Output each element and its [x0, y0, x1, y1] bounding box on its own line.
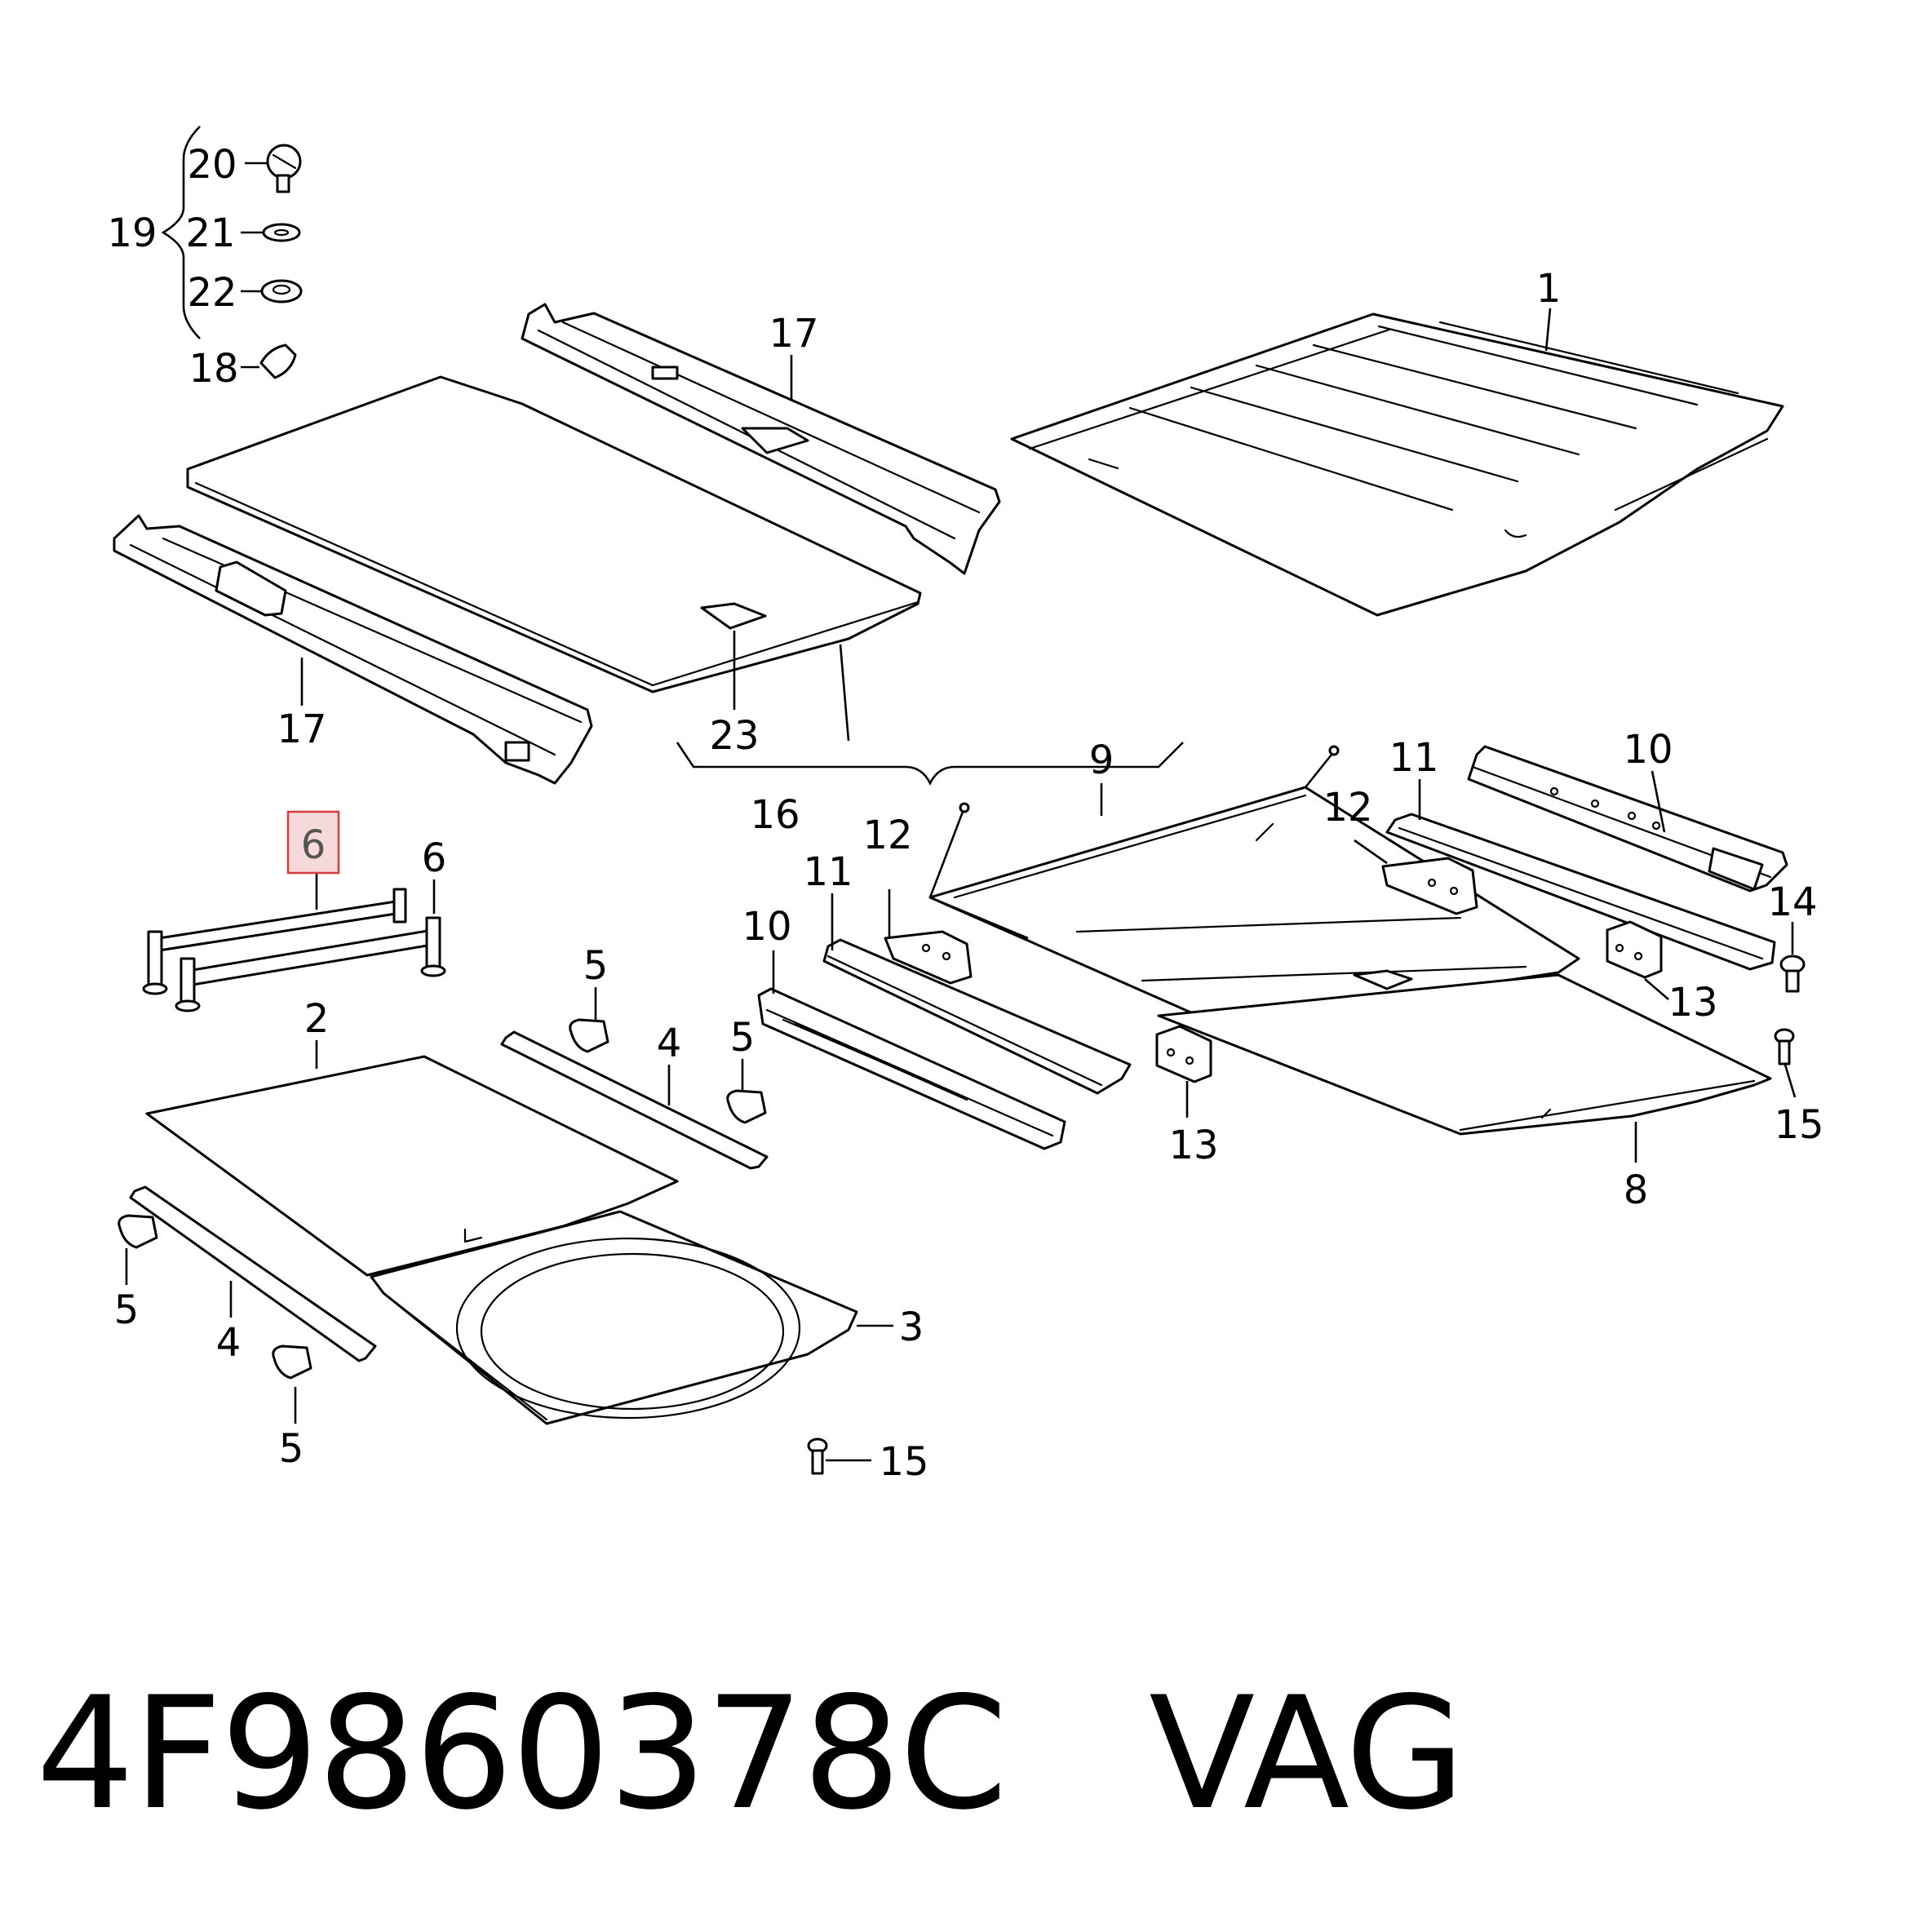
callout-6: 6 [422, 835, 447, 881]
callout-17-lower: 17 [277, 707, 326, 752]
part-18-clip[interactable] [259, 343, 297, 379]
callout-13-right: 13 [1668, 980, 1717, 1026]
callout-10-left: 10 [742, 904, 791, 950]
part-3-spare-wheel-tray[interactable] [370, 1210, 858, 1425]
callout-4-lower: 4 [216, 1320, 242, 1366]
callout-22: 22 [187, 270, 237, 316]
callout-18: 18 [188, 346, 238, 392]
part-12-bracket-left[interactable] [884, 930, 973, 985]
part-13-bracket-right[interactable] [1606, 920, 1663, 979]
highlight-box-part-6 [286, 810, 340, 875]
part-22-grommet[interactable] [260, 279, 303, 303]
part-4-strip-lower[interactable] [129, 1185, 377, 1362]
part-11-strip-right[interactable] [1385, 813, 1776, 971]
part-5-cap-a[interactable] [569, 1018, 609, 1053]
part-16-luggage-cover[interactable] [186, 375, 922, 693]
part-21-washer[interactable] [262, 223, 301, 242]
callout-20: 20 [187, 142, 237, 188]
callout-19: 19 [107, 210, 157, 256]
callout-5-b: 5 [730, 1015, 756, 1061]
part-5-cap-b[interactable] [726, 1089, 767, 1124]
part-number-caption: 4F9860378C VAG [36, 1677, 1465, 1832]
callout-15-bottom: 15 [879, 1439, 928, 1485]
part-14-screw[interactable] [1779, 955, 1806, 993]
callout-5-a: 5 [583, 943, 609, 989]
part-6-bar-assembly[interactable] [142, 888, 446, 1012]
part-5-cap-c[interactable] [117, 1214, 158, 1249]
callout-1: 1 [1536, 266, 1562, 312]
bracket-19 [161, 126, 201, 339]
part-1-floor-panel[interactable] [1010, 312, 1784, 617]
brace-16 [676, 742, 1184, 786]
callout-23: 23 [709, 713, 759, 759]
part-17-roller-cover-upper[interactable] [521, 303, 1001, 575]
callout-15-right: 15 [1774, 1102, 1823, 1148]
callout-5-d: 5 [279, 1426, 304, 1472]
callout-17-upper: 17 [769, 311, 818, 357]
part-4-strip-upper[interactable] [500, 1030, 769, 1170]
part-17-roller-cover-lower[interactable] [113, 514, 593, 785]
callout-16: 16 [750, 792, 800, 838]
part-10-rail-left[interactable] [757, 987, 1066, 1150]
callout-10-right: 10 [1623, 727, 1673, 773]
callout-2: 2 [304, 996, 330, 1042]
callout-14: 14 [1767, 879, 1817, 925]
callout-8: 8 [1624, 1167, 1649, 1213]
callout-12-left: 12 [862, 813, 912, 858]
part-12-bracket-right[interactable] [1381, 857, 1478, 915]
part-2-floor-mat[interactable] [145, 1055, 679, 1277]
callout-21: 21 [185, 210, 235, 256]
callout-6-highlighted: 6 [301, 822, 326, 868]
callout-12-right: 12 [1323, 785, 1372, 831]
part-15-screw-right[interactable] [1774, 1028, 1795, 1065]
part-8-floor-cover[interactable] [1157, 973, 1772, 1136]
callout-13-left: 13 [1168, 1123, 1218, 1168]
part-5-cap-d[interactable] [272, 1344, 312, 1380]
part-9-floor-frame[interactable] [928, 745, 1580, 1034]
part-11-strip-left[interactable] [822, 938, 1132, 1095]
callout-4-upper: 4 [657, 1021, 682, 1066]
part-13-bracket-left[interactable] [1155, 1025, 1212, 1083]
callout-3: 3 [899, 1305, 924, 1350]
part-10-rail-right[interactable] [1467, 745, 1788, 893]
callout-labels: 1 17 17 23 16 9 10 11 12 12 11 10 14 13 … [107, 142, 1823, 1485]
callout-5-c: 5 [114, 1287, 140, 1333]
brand-name: VAG [1149, 1663, 1465, 1844]
callout-11-right: 11 [1389, 735, 1438, 781]
part-20-twist-lock[interactable] [266, 144, 302, 193]
callout-11-left: 11 [803, 849, 853, 895]
leader-lines [125, 162, 1797, 1462]
part-number: 4F9860378C [36, 1663, 1008, 1844]
part-15-screw-bottom[interactable] [807, 1437, 828, 1475]
callout-9: 9 [1089, 738, 1114, 783]
